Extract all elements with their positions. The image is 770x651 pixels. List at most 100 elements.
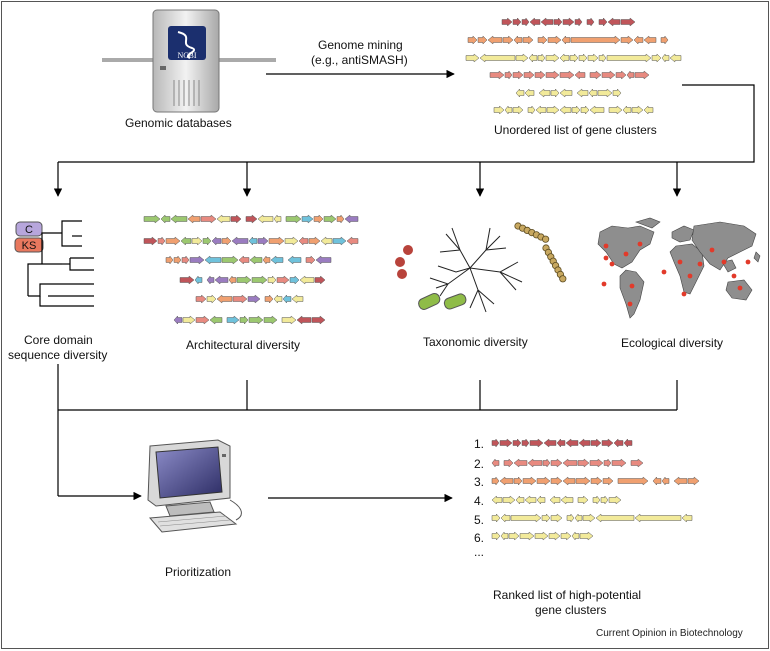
gene-arrow xyxy=(589,458,604,468)
gene-arrow xyxy=(598,53,607,63)
gene-arrow xyxy=(273,214,282,224)
architectural-diversity-label: Architectural diversity xyxy=(186,338,301,352)
gene-arrow xyxy=(550,88,560,98)
gene-arrow xyxy=(536,476,551,486)
gene-arrow xyxy=(547,35,562,45)
world-map-icon xyxy=(597,217,761,319)
gene-arrow xyxy=(216,214,231,224)
gene-arrow xyxy=(499,438,513,448)
taxonomic-tree xyxy=(429,227,523,313)
gene-arrow xyxy=(570,35,621,45)
gene-arrow xyxy=(508,531,520,541)
distribution-connectors xyxy=(53,84,755,197)
gene-arrow xyxy=(561,35,571,45)
gene-arrow xyxy=(216,294,233,304)
svg-text:KS: KS xyxy=(22,240,37,252)
gene-arrow xyxy=(651,53,662,63)
gene-arrow xyxy=(491,495,503,505)
gene-arrow xyxy=(232,294,248,304)
prioritization-label: Prioritization xyxy=(165,565,232,579)
gene-arrow xyxy=(608,105,623,115)
gene-arrow xyxy=(546,105,560,115)
gene-arrow xyxy=(524,88,535,98)
gene-arrow xyxy=(281,315,297,325)
gene-arrow xyxy=(344,214,359,224)
sample-location-dot xyxy=(603,243,609,249)
gene-arrow xyxy=(504,105,513,115)
gene-arrow xyxy=(513,35,523,45)
sample-location-dot xyxy=(721,259,727,265)
gene-arrow xyxy=(538,88,551,98)
rank-1: 1. xyxy=(474,437,485,451)
gene-arrow xyxy=(620,35,634,45)
ranked-gene-clusters xyxy=(491,438,700,541)
gene-arrow xyxy=(200,214,217,224)
gene-arrow xyxy=(574,513,583,523)
gene-arrow xyxy=(267,275,277,285)
gene-arrow xyxy=(315,255,332,265)
gene-arrow xyxy=(284,236,299,246)
gene-arrow xyxy=(652,476,662,486)
sample-location-dot xyxy=(745,259,751,265)
gene-arrow xyxy=(608,495,622,505)
gene-arrow xyxy=(620,17,636,27)
gene-arrow xyxy=(612,88,622,98)
unordered-list-label: Unordered list of gene clusters xyxy=(494,123,657,137)
gene-arrow xyxy=(173,315,183,325)
gene-arrow xyxy=(226,315,240,325)
gene-arrow xyxy=(536,495,546,505)
gene-arrow xyxy=(623,438,633,448)
gene-arrow xyxy=(311,315,326,325)
bacterium-cell xyxy=(559,275,567,283)
gene-arrow xyxy=(230,214,242,224)
sample-location-dot xyxy=(661,269,667,275)
rank-6: 6. xyxy=(474,531,485,545)
gene-arrow xyxy=(643,105,654,115)
gene-arrow xyxy=(582,513,596,523)
gene-arrow xyxy=(477,35,488,45)
gene-arrow xyxy=(247,294,261,304)
gene-arrow xyxy=(589,70,602,80)
gene-arrow xyxy=(528,53,538,63)
gene-arrow xyxy=(575,476,591,486)
gene-arrow xyxy=(527,458,543,468)
gene-arrow xyxy=(249,255,263,265)
gene-arrow xyxy=(298,236,309,246)
gene-arrow xyxy=(504,70,513,80)
gene-arrow xyxy=(579,531,594,541)
gene-arrow xyxy=(559,53,570,63)
gene-arrow xyxy=(519,531,535,541)
gene-arrow xyxy=(615,70,627,80)
gene-arrow xyxy=(634,513,682,523)
gene-arrow xyxy=(571,105,581,115)
gene-arrow xyxy=(550,458,563,468)
gene-arrow xyxy=(160,214,171,224)
gene-arrow xyxy=(491,458,500,468)
gene-arrow xyxy=(187,214,201,224)
gene-arrow xyxy=(576,88,589,98)
gene-arrow xyxy=(491,438,500,448)
sample-location-dot xyxy=(601,281,607,287)
gene-arrow xyxy=(560,495,574,505)
gene-arrow xyxy=(550,513,563,523)
gene-arrow xyxy=(560,531,572,541)
gene-arrow xyxy=(559,88,573,98)
gene-arrow xyxy=(231,236,249,246)
gene-arrow xyxy=(209,315,223,325)
gene-arrow xyxy=(631,105,644,115)
rank-3: 3. xyxy=(474,475,485,489)
sample-location-dot xyxy=(681,291,687,297)
gene-arrow xyxy=(202,236,212,246)
gene-arrow xyxy=(524,495,537,505)
gene-arrow xyxy=(600,495,609,505)
gene-arrow xyxy=(512,17,522,27)
gene-arrow xyxy=(515,53,529,63)
gene-arrow xyxy=(143,214,161,224)
gene-arrow xyxy=(479,53,516,63)
gene-arrow xyxy=(500,513,511,523)
gene-arrow xyxy=(503,458,514,468)
gene-arrow xyxy=(501,17,513,27)
core-domain-label-line2: sequence diversity xyxy=(8,348,108,362)
gene-arrow xyxy=(537,35,548,45)
gene-arrow xyxy=(603,458,612,468)
